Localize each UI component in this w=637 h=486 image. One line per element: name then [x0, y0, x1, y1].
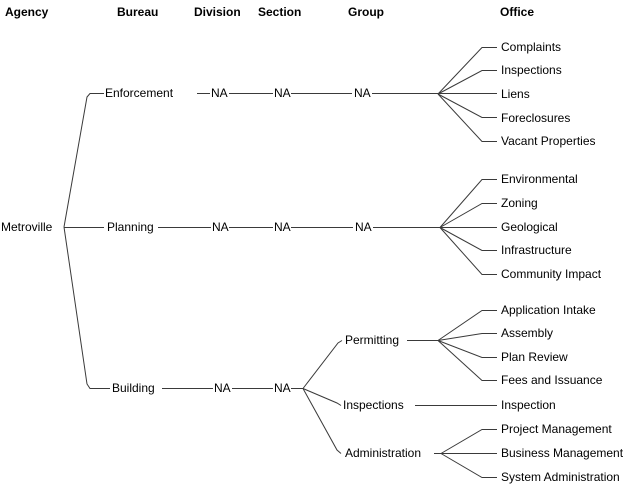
column-header-section: Section: [258, 5, 302, 19]
node-division-na-planning: NA: [212, 220, 229, 234]
column-header-group: Group: [348, 5, 384, 19]
node-office-inspections: Inspections: [501, 63, 562, 77]
connector-building-permitting: [302, 340, 343, 389]
node-section-na-building: NA: [274, 381, 291, 395]
node-section-na-enforcement: NA: [274, 86, 291, 100]
connector-planning-community-impact: [439, 227, 497, 275]
node-group-na-enforcement: NA: [354, 86, 371, 100]
node-office-vacant-properties: Vacant Properties: [501, 134, 596, 148]
node-office-zoning: Zoning: [501, 196, 538, 210]
connector-enforcement-foreclosures: [437, 93, 497, 118]
node-office-system-administration: System Administration: [501, 470, 620, 484]
connector-permitting-fees-issuance: [437, 340, 497, 381]
column-header-agency: Agency: [5, 5, 49, 19]
column-header-bureau: Bureau: [117, 5, 159, 19]
node-office-plan-review: Plan Review: [501, 350, 568, 364]
connector-enforcement-vacant-properties: [437, 93, 497, 142]
node-bureau-building: Building: [112, 381, 155, 395]
node-group-permitting: Permitting: [345, 333, 400, 347]
column-header-office: Office: [500, 5, 535, 19]
node-group-administration: Administration: [345, 446, 422, 460]
connector-planning-infrastructure: [439, 227, 497, 251]
connector-building-administration: [302, 388, 342, 454]
connector-root-enforcement: [63, 93, 104, 228]
node-office-environmental: Environmental: [501, 172, 578, 186]
node-group-inspections: Inspections: [343, 398, 404, 412]
connector-planning-environmental: [439, 179, 497, 228]
column-header-division: Division: [194, 5, 241, 19]
node-office-application-intake: Application Intake: [501, 303, 596, 317]
connector-enforcement-complaints: [437, 47, 497, 95]
node-office-project-management: Project Management: [501, 422, 612, 436]
node-office-foreclosures: Foreclosures: [501, 111, 571, 125]
connector-permitting-plan-review: [437, 340, 497, 358]
node-office-assembly: Assembly: [501, 326, 554, 340]
node-office-community-impact: Community Impact: [501, 267, 602, 281]
connector-administration-project-management: [440, 429, 497, 454]
node-division-na-enforcement: NA: [211, 86, 228, 100]
node-office-complaints: Complaints: [501, 40, 562, 54]
node-office-fees-and-issuance: Fees and Issuance: [501, 373, 603, 387]
node-bureau-planning: Planning: [107, 220, 154, 234]
node-office-infrastructure: Infrastructure: [501, 243, 572, 257]
connector-administration-system-administration: [440, 453, 497, 478]
node-division-na-building: NA: [214, 381, 231, 395]
connector-permitting-application-intake: [437, 310, 497, 341]
node-section-na-planning: NA: [274, 220, 291, 234]
node-office-liens: Liens: [501, 87, 530, 101]
node-bureau-enforcement: Enforcement: [105, 86, 174, 100]
connector-enforcement-inspections: [437, 70, 497, 95]
node-agency-metroville: Metroville: [1, 220, 53, 234]
node-office-geological: Geological: [501, 220, 558, 234]
node-office-inspection: Inspection: [501, 398, 556, 412]
connector-planning-zoning: [439, 203, 497, 228]
connector-root-building: [63, 226, 110, 389]
node-office-business-management: Business Management: [501, 446, 624, 460]
connector-permitting-assembly: [437, 333, 497, 341]
node-group-na-planning: NA: [355, 220, 372, 234]
connector-building-inspections-group: [302, 388, 342, 406]
